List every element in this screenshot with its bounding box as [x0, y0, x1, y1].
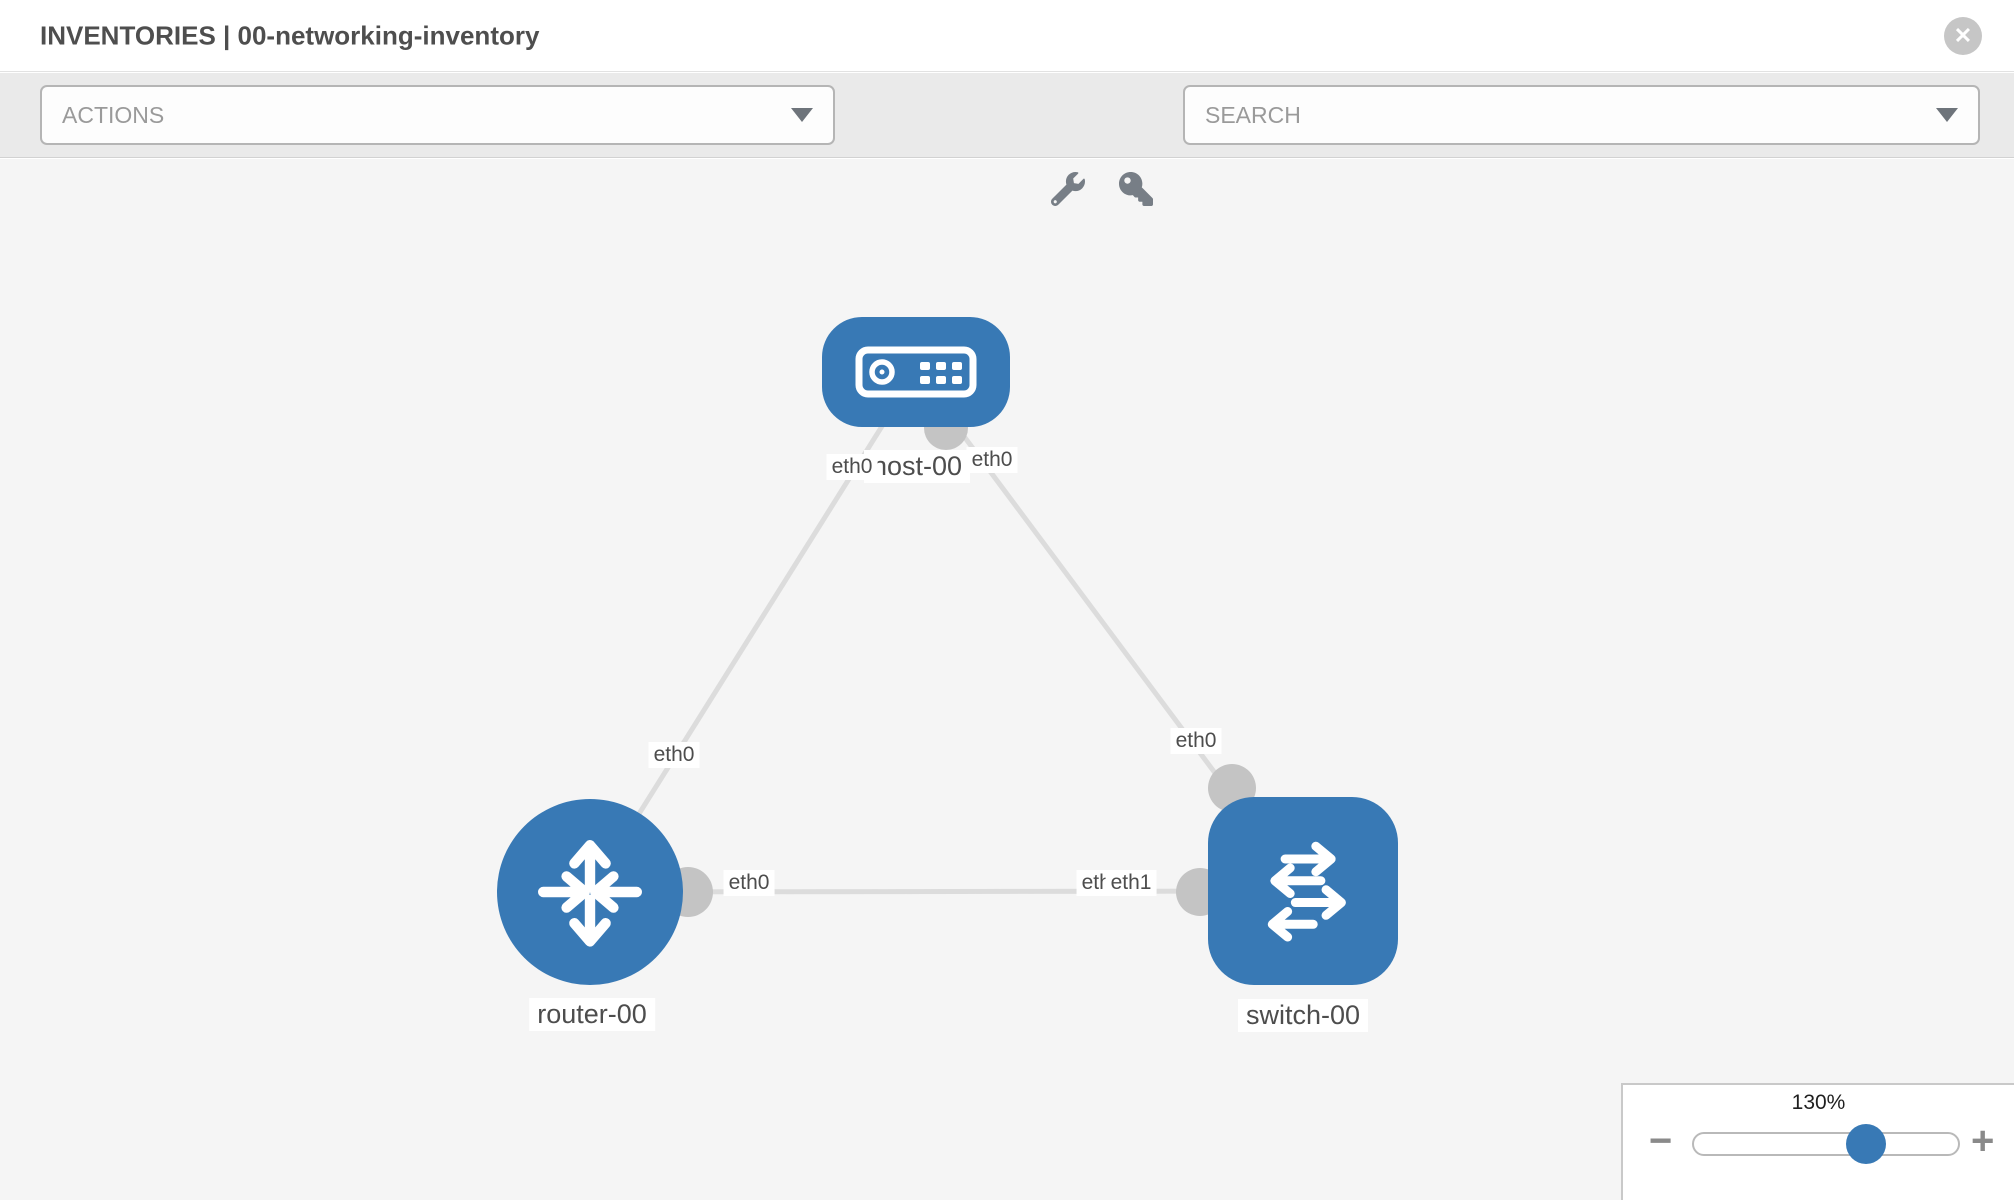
zoom-panel: 130% − + — [1621, 1083, 2014, 1200]
node-host-00[interactable] — [822, 317, 1010, 427]
close-icon: ✕ — [1953, 23, 1973, 48]
close-button[interactable]: ✕ — [1944, 17, 1982, 55]
server-icon — [855, 346, 977, 398]
toolbar: ACTIONS SEARCH — [0, 73, 2014, 207]
plus-icon: + — [1971, 1119, 1995, 1163]
key-manage-button[interactable] — [1050, 172, 1085, 207]
iface-label-host-left: eth0 — [826, 454, 878, 480]
iface-label-mid-switch-over: eth1 — [1105, 870, 1157, 896]
topology-links — [587, 370, 1306, 895]
node-label-host: host-00 — [863, 450, 971, 483]
node-label-router: router-00 — [529, 998, 655, 1031]
actions-dropdown[interactable]: ACTIONS — [40, 85, 835, 145]
caret-down-icon — [1936, 108, 1958, 122]
header: INVENTORIES | 00-networking-inventory ✕ — [0, 0, 2014, 72]
router-arrows-icon — [538, 840, 642, 947]
actions-dropdown-label: ACTIONS — [62, 101, 165, 128]
zoom-slider-handle[interactable] — [1846, 1124, 1886, 1164]
zoom-value: 130% — [1791, 1091, 1846, 1114]
iface-label-router-top: eth0 — [648, 742, 700, 768]
node-switch-00[interactable] — [1208, 797, 1398, 985]
node-label-switch: switch-00 — [1237, 999, 1369, 1032]
topology-canvas[interactable]: host-00 router-00 switch-00 eth0 eth0 et… — [0, 159, 2014, 1200]
caret-down-icon — [791, 108, 813, 122]
iface-label-switch-top: eth0 — [1170, 728, 1222, 754]
iface-label-mid-router-end: eth0 — [723, 870, 775, 896]
credentials-button[interactable] — [1119, 172, 1153, 206]
iface-label-host-right: eth0 — [966, 447, 1018, 473]
node-router-00[interactable] — [497, 799, 683, 985]
search-dropdown[interactable]: SEARCH — [1183, 85, 1980, 145]
switch-arrows-icon — [1267, 841, 1346, 942]
zoom-slider-track[interactable] — [1692, 1132, 1960, 1156]
zoom-out-button[interactable]: − — [1649, 1121, 1672, 1161]
page-title: INVENTORIES | 00-networking-inventory — [40, 20, 540, 50]
search-dropdown-label: SEARCH — [1205, 101, 1301, 128]
zoom-in-button[interactable]: + — [1971, 1121, 1994, 1161]
wrench-icon — [1050, 172, 1085, 207]
key-icon — [1119, 172, 1153, 206]
minus-icon: − — [1649, 1119, 1673, 1163]
